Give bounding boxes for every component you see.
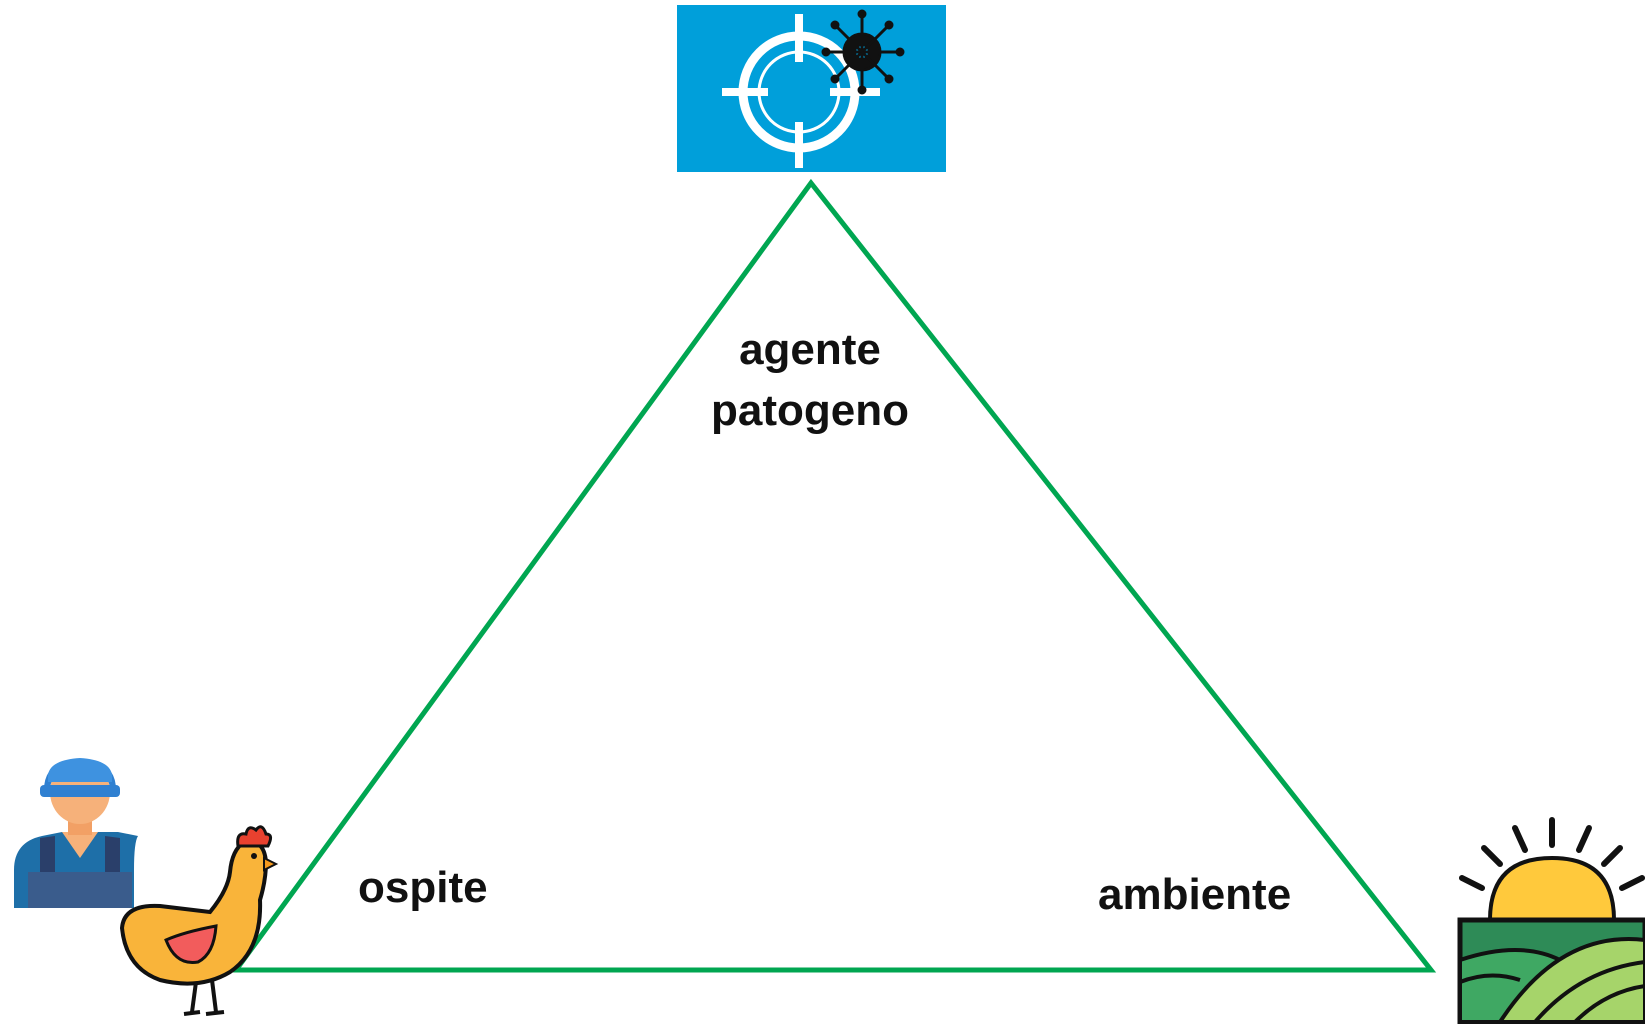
environment-label: ambiente: [1098, 870, 1292, 919]
chicken-icon: [119, 825, 279, 1016]
host-label: ospite: [358, 863, 488, 912]
target-virus-icon: [677, 5, 946, 172]
farmer-icon: [14, 758, 138, 908]
sunrise-field-icon: [1457, 817, 1645, 1024]
agent-label-line1: agente: [739, 325, 881, 374]
triangle-outline: [231, 178, 1437, 973]
virus-icon: [821, 9, 905, 95]
agent-label: agente patogeno: [600, 320, 1020, 441]
agent-label-line2: patogeno: [711, 385, 909, 435]
